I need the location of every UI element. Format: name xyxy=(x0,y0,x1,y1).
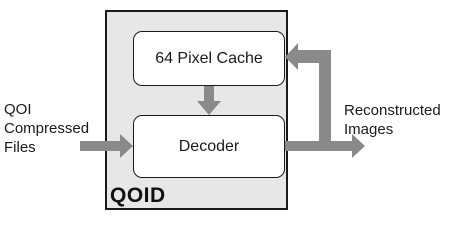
pixel-cache-box: 64 Pixel Cache xyxy=(133,31,285,86)
input-arrow xyxy=(80,134,133,158)
decoder-box: Decoder xyxy=(133,115,285,178)
output-images-label: Reconstructed Images xyxy=(344,101,460,139)
pixel-cache-label: 64 Pixel Cache xyxy=(155,49,263,67)
qoid-block-title: QOID xyxy=(110,184,166,207)
cache-to-decoder-arrow xyxy=(197,86,221,115)
input-label-line-2: Compressed xyxy=(4,120,90,137)
input-files-label: QOI Compressed Files xyxy=(4,100,104,157)
input-label-line-3: Files xyxy=(4,139,36,156)
output-label-line-1: Reconstructed xyxy=(344,102,441,119)
output-label-line-2: Images xyxy=(344,121,394,138)
input-label-line-1: QOI xyxy=(4,101,32,118)
feedback-arrow xyxy=(285,43,331,146)
diagram-canvas: 64 Pixel Cache Decoder QOI Compressed Fi… xyxy=(4,10,460,210)
connection-arrows xyxy=(80,43,365,158)
decoder-label: Decoder xyxy=(178,137,240,155)
